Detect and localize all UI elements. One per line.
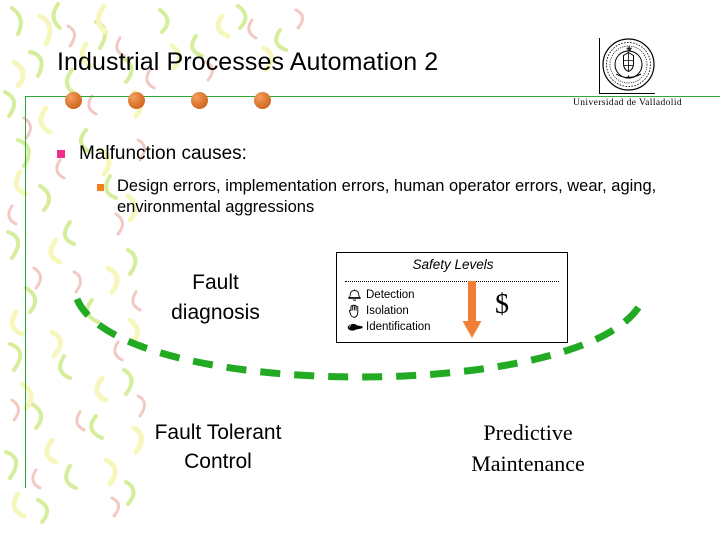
frame-horizontal-rule [25, 96, 720, 97]
label-fault-diagnosis-line1: Fault [192, 271, 239, 294]
bullet-level2-text: Design errors, implementation errors, hu… [117, 177, 657, 217]
label-fault-tolerant-control: Fault Tolerant Control [98, 418, 338, 477]
safety-levels-title: Safety Levels [412, 257, 494, 272]
header-sphere-2 [128, 92, 145, 109]
label-fault-tolerant-line1: Fault Tolerant [154, 421, 282, 444]
label-predictive-maintenance: Predictive Maintenance [398, 418, 658, 480]
bullet-level1-text: Malfunction causes: [79, 143, 247, 164]
bullet-level2: Design errors, implementation errors, hu… [97, 176, 657, 219]
bullet-marker-square-orange [97, 184, 104, 191]
down-arrow-icon [462, 281, 482, 338]
frame-vertical-rule [25, 96, 26, 488]
safety-levels-divider [345, 281, 559, 282]
university-logo: Universidad de Valladolid [566, 36, 712, 112]
label-fault-tolerant-line2: Control [184, 450, 252, 474]
safety-item-isolation-label: Isolation [366, 305, 409, 317]
safety-levels-box: Safety Levels Detection [336, 252, 568, 343]
logo-caption: Universidad de Valladolid [573, 98, 683, 108]
label-fault-diagnosis: Fault diagnosis [123, 268, 308, 328]
header-sphere-4 [254, 92, 271, 109]
university-seal-icon [602, 38, 655, 91]
label-predictive-line1: Predictive [483, 420, 573, 445]
bell-icon [346, 288, 363, 302]
safety-item-identification: Identification [346, 319, 466, 335]
label-fault-diagnosis-line2: diagnosis [171, 300, 260, 324]
bullet-marker-square-pink [57, 150, 65, 158]
safety-item-detection-label: Detection [366, 289, 415, 301]
header-sphere-3 [191, 92, 208, 109]
safety-item-detection: Detection [346, 287, 466, 303]
hand-stop-icon [346, 304, 363, 318]
header-sphere-1 [65, 92, 82, 109]
safety-item-identification-label: Identification [366, 321, 431, 333]
safety-levels-list: Detection Isolation Identification [346, 287, 466, 335]
logo-frame-vertical [599, 38, 600, 94]
pointing-hand-icon [346, 320, 363, 334]
page-title: Industrial Processes Automation 2 [57, 48, 439, 76]
logo-frame-horizontal [599, 93, 655, 94]
bullet-level1: Malfunction causes: [57, 142, 247, 166]
label-predictive-line2: Maintenance [471, 450, 585, 476]
cost-symbol: $ [495, 289, 509, 320]
safety-item-isolation: Isolation [346, 303, 466, 319]
